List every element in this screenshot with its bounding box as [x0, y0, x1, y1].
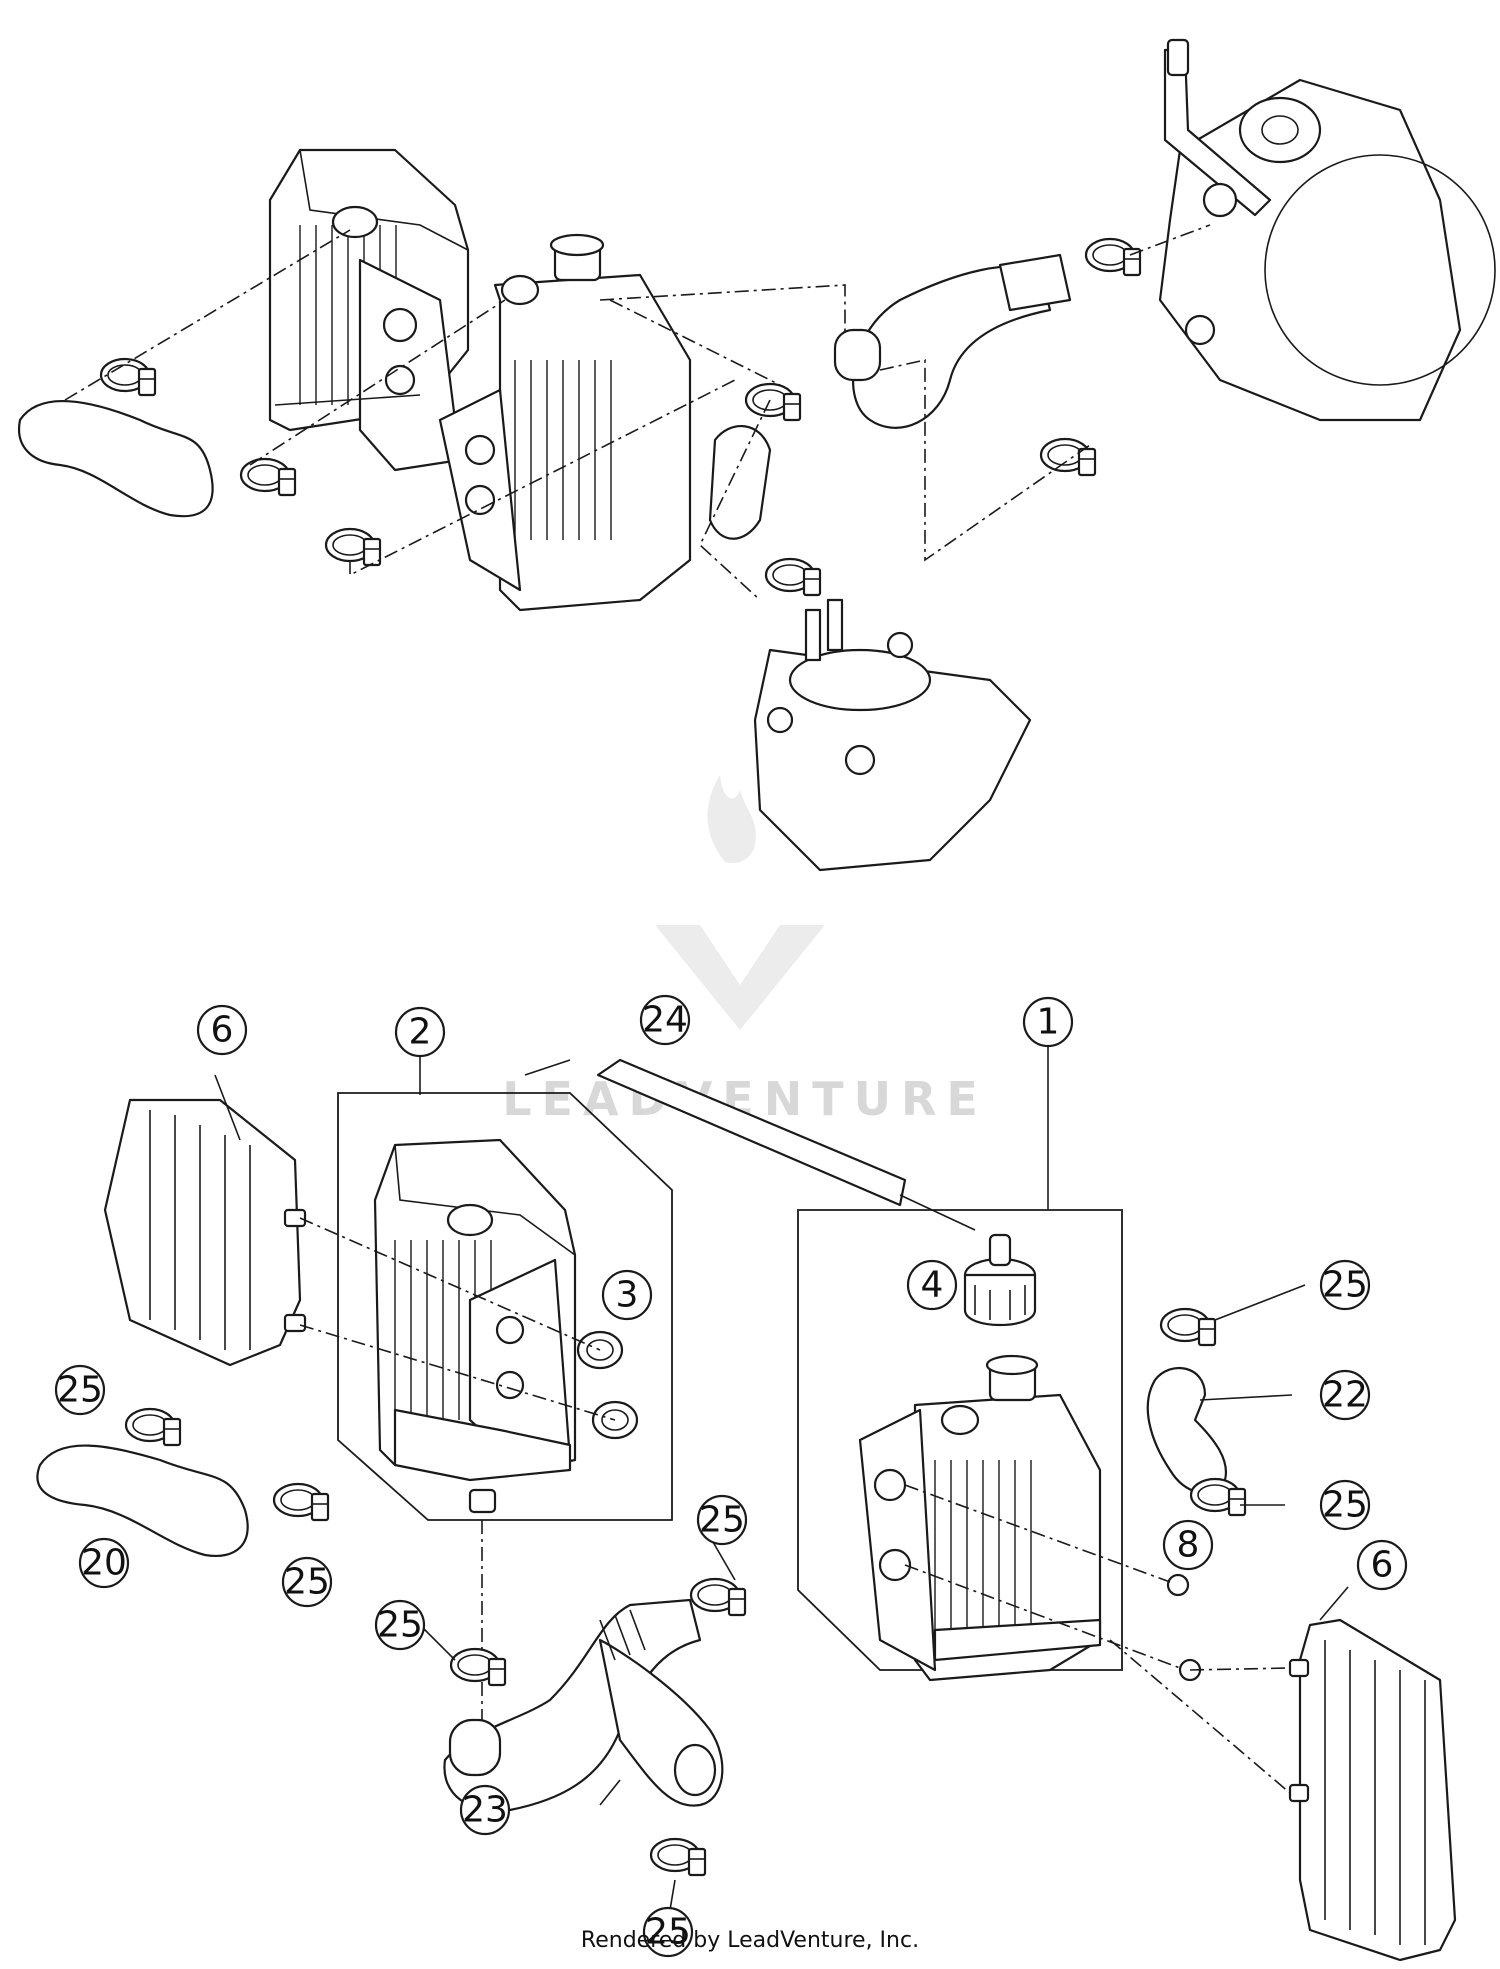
- upper-hose: [443, 1598, 724, 1812]
- callout-4: 4: [906, 1259, 958, 1311]
- footer-credit: Rendered by LeadVenture, Inc.: [580, 1928, 920, 1953]
- svg-text:6: 6: [211, 1010, 234, 1051]
- callout-20: 20: [78, 1537, 130, 1589]
- overview-lower-hose: [17, 400, 214, 518]
- svg-text:22: 22: [1322, 1375, 1368, 1416]
- svg-text:4: 4: [921, 1265, 944, 1306]
- callout-25-left-bottom: 25: [281, 1556, 333, 1608]
- right-radiator: [858, 1354, 1102, 1682]
- overview-water-pump-cover: [1158, 38, 1496, 422]
- svg-text:8: 8: [1177, 1525, 1200, 1566]
- callout-25-top-right: 25: [1319, 1259, 1371, 1311]
- callout-8: 8: [1162, 1519, 1214, 1571]
- grommets: [576, 1330, 639, 1440]
- callout-6-right: 6: [1356, 1539, 1408, 1591]
- left-radiator-guard: [103, 1098, 307, 1367]
- svg-text:6: 6: [1371, 1545, 1394, 1586]
- svg-text:23: 23: [462, 1790, 508, 1831]
- elbow-hose: [1146, 1366, 1228, 1494]
- exploded-assembly: [36, 1045, 1457, 1962]
- callout-24: 24: [639, 994, 691, 1046]
- right-radiator-guard: [1288, 1618, 1457, 1962]
- callout-22: 22: [1319, 1369, 1371, 1421]
- svg-text:25: 25: [377, 1605, 423, 1646]
- callout-1: 1: [1022, 996, 1074, 1048]
- callout-25-center: 25: [374, 1599, 426, 1651]
- svg-text:25: 25: [1322, 1265, 1368, 1306]
- lower-hose: [36, 1444, 249, 1557]
- callout-3: 3: [601, 1269, 653, 1321]
- radiator-cap: [963, 1233, 1037, 1326]
- svg-text:3: 3: [616, 1275, 639, 1316]
- callout-23: 23: [459, 1784, 511, 1836]
- svg-text:20: 20: [81, 1543, 127, 1584]
- callout-25-bottom: 25: [642, 1906, 694, 1958]
- callouts: 1 2 3 4 6 6 8 20: [54, 994, 1408, 1958]
- callout-6-left: 6: [196, 1004, 248, 1056]
- svg-text:2: 2: [409, 1012, 432, 1053]
- callout-2: 2: [394, 1006, 446, 1058]
- callout-25-left-top: 25: [54, 1364, 106, 1416]
- overview-cylinder-head: [753, 598, 1032, 872]
- svg-text:25: 25: [57, 1370, 103, 1411]
- callout-25-center-right: 25: [696, 1494, 748, 1546]
- callout-25-mid-right: 25: [1319, 1479, 1371, 1531]
- overview-right-radiator: [438, 233, 692, 612]
- svg-text:25: 25: [284, 1562, 330, 1603]
- part-2-group-box: [337, 1092, 673, 1521]
- overview-left-radiator: [268, 148, 470, 472]
- svg-text:24: 24: [642, 1000, 688, 1041]
- svg-text:25: 25: [1322, 1485, 1368, 1526]
- left-radiator: [373, 1138, 577, 1514]
- screws: [1166, 1573, 1202, 1682]
- overview-assembly: [17, 38, 1496, 872]
- svg-text:25: 25: [645, 1912, 691, 1953]
- overflow-hose: [596, 1058, 907, 1207]
- svg-text:25: 25: [699, 1500, 745, 1541]
- svg-text:1: 1: [1037, 1002, 1060, 1043]
